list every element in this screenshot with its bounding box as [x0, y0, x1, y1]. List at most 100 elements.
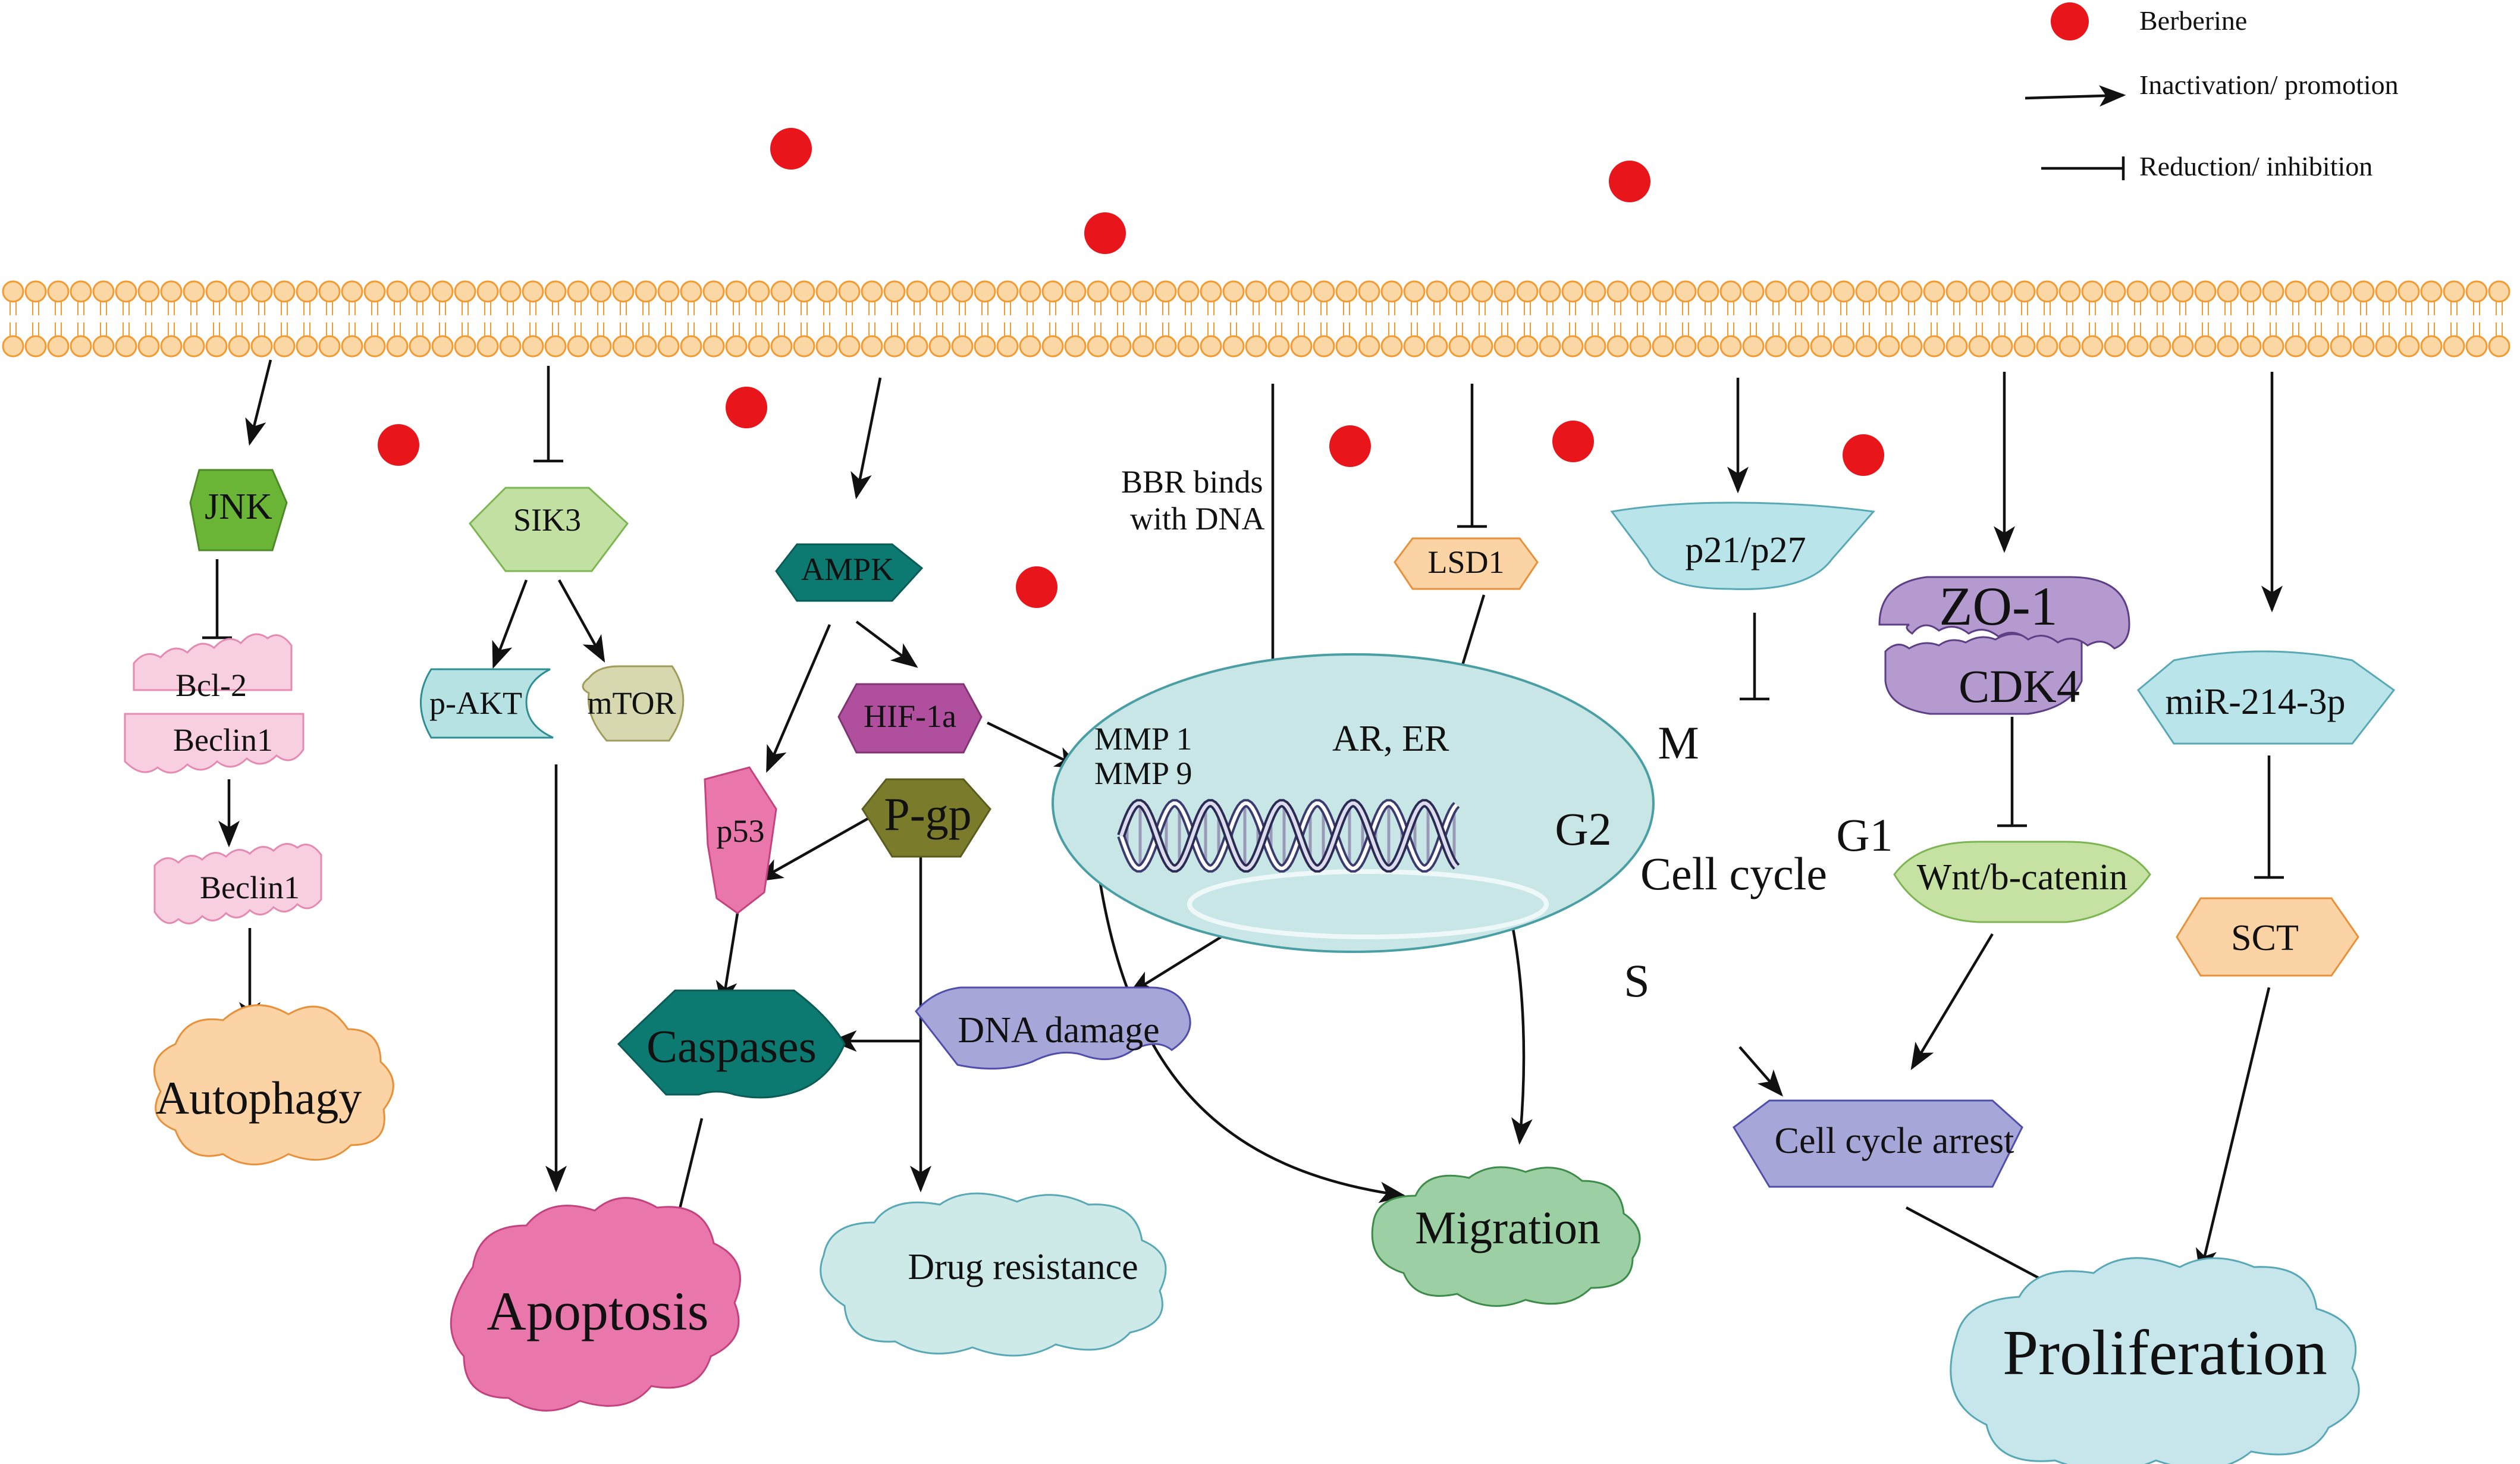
lipid-head — [1064, 335, 1087, 358]
edge-sct-to-proliferation — [2195, 987, 2271, 1276]
lipid-head — [1810, 335, 1832, 358]
lipid-head — [1177, 335, 1200, 358]
lipid-head — [1087, 335, 1109, 358]
lipid-head — [2239, 335, 2262, 358]
legend-activation-label: Inactivation/ promotion — [2139, 70, 2399, 100]
berberine-dot — [1084, 212, 1126, 254]
lipid-head — [2013, 280, 2036, 303]
mmp1-label: MMP 1 — [1094, 721, 1192, 757]
phase-g2-label: G2 — [1555, 803, 1611, 855]
bbr-binds-label-line2: with DNA — [1130, 501, 1265, 537]
lipid-head — [363, 280, 386, 303]
lipid-head — [1041, 335, 1064, 358]
lipid-head — [522, 280, 544, 303]
lipid-head — [2307, 335, 2330, 358]
lipid-head — [137, 335, 160, 358]
lipid-head — [1652, 335, 1674, 358]
edge-arrest-inhibits-proliferation — [1905, 1206, 2053, 1286]
hif1a-label: HIF-1a — [864, 698, 956, 734]
lipid-head — [996, 280, 1019, 303]
p21p27-node: p21/p27 — [1610, 501, 1875, 590]
sik3-label: SIK3 — [513, 502, 581, 538]
lipid-head — [24, 280, 47, 303]
lipid-head — [1087, 280, 1109, 303]
lipid-head — [160, 280, 183, 303]
lipid-head — [1290, 335, 1313, 358]
lipid-head — [2488, 280, 2510, 303]
lipid-head — [2330, 335, 2352, 358]
drug-resistance-outcome: Drug resistance — [820, 1192, 1167, 1357]
lipid-head — [567, 335, 589, 358]
lipid-head — [2239, 280, 2262, 303]
lipid-head — [250, 335, 273, 358]
lipid-head — [770, 335, 793, 358]
lipid-head — [454, 280, 476, 303]
lipid-head — [544, 280, 567, 303]
autophagy-outcome: Autophagy — [153, 1004, 394, 1165]
lipid-head — [951, 335, 974, 358]
dna-strand-highlight — [1119, 801, 1458, 870]
lipid-head — [635, 335, 657, 358]
lipid-head — [1697, 335, 1719, 358]
lipid-head — [341, 335, 363, 358]
apoptosis-label: Apoptosis — [487, 1281, 708, 1341]
lipid-head — [2081, 335, 2104, 358]
lipid-head — [1968, 335, 1991, 358]
lipid-head — [160, 335, 183, 358]
lipid-head — [1900, 280, 1923, 303]
lipid-head — [793, 280, 815, 303]
phase-s-label: S — [1624, 955, 1649, 1007]
lipid-head — [657, 335, 680, 358]
lipid-head — [1358, 280, 1380, 303]
cell-cycle-label: Cell cycle — [1640, 848, 1827, 899]
lipid-head — [2307, 280, 2330, 303]
pakt-shape — [420, 668, 554, 739]
legend-berberine-label: Berberine — [2139, 5, 2247, 36]
lipid-head — [1245, 280, 1267, 303]
edge-pgp-to-p53 — [756, 814, 875, 882]
lipid-head — [1697, 280, 1719, 303]
lipid-head — [1674, 335, 1697, 358]
lipid-head — [657, 280, 680, 303]
lipid-head — [2330, 280, 2352, 303]
lipid-head — [725, 280, 748, 303]
pakt-label: p-AKT — [429, 685, 522, 721]
lipid-head — [702, 335, 725, 358]
lipid-head — [1448, 280, 1471, 303]
p53-label: p53 — [717, 813, 765, 849]
lipid-head — [1674, 280, 1697, 303]
lipid-head — [1154, 280, 1177, 303]
lipid-head — [1606, 335, 1629, 358]
lipid-head — [1471, 335, 1493, 358]
lipid-head — [2375, 280, 2397, 303]
lipid-head — [1426, 280, 1448, 303]
beclin1-label: Beclin1 — [200, 870, 300, 905]
lipid-head — [928, 280, 951, 303]
lipid-head — [1561, 335, 1584, 358]
bcl2-beclin1-complex: Bcl-2 Beclin1 — [124, 633, 305, 774]
bcl2-label: Bcl-2 — [175, 667, 247, 703]
edge-membrane-to-ampk — [851, 377, 882, 500]
legend-activation-arrow — [2025, 85, 2126, 107]
dna-helix — [1117, 799, 1460, 873]
lipid-head — [1403, 335, 1426, 358]
nucleus-highlight — [1187, 869, 1549, 939]
lipid-head — [1335, 335, 1358, 358]
lipid-head — [748, 335, 770, 358]
lipid-head — [1832, 335, 1855, 358]
dna-strand-highlight — [1119, 801, 1458, 870]
migration-label: Migration — [1415, 1202, 1601, 1253]
lipid-head — [1200, 335, 1222, 358]
sct-label: SCT — [2231, 918, 2299, 958]
lipid-head — [1832, 280, 1855, 303]
lipid-head — [1493, 335, 1516, 358]
lipid-head — [205, 335, 228, 358]
lipid-head — [2262, 280, 2284, 303]
lipid-head — [1991, 335, 2013, 358]
p53-shape — [704, 766, 777, 914]
sik3-node: SIK3 — [469, 487, 629, 572]
edge-wnt-to-arrest — [1910, 933, 1994, 1070]
ampk-shape — [775, 543, 924, 602]
lipid-head — [1132, 280, 1154, 303]
